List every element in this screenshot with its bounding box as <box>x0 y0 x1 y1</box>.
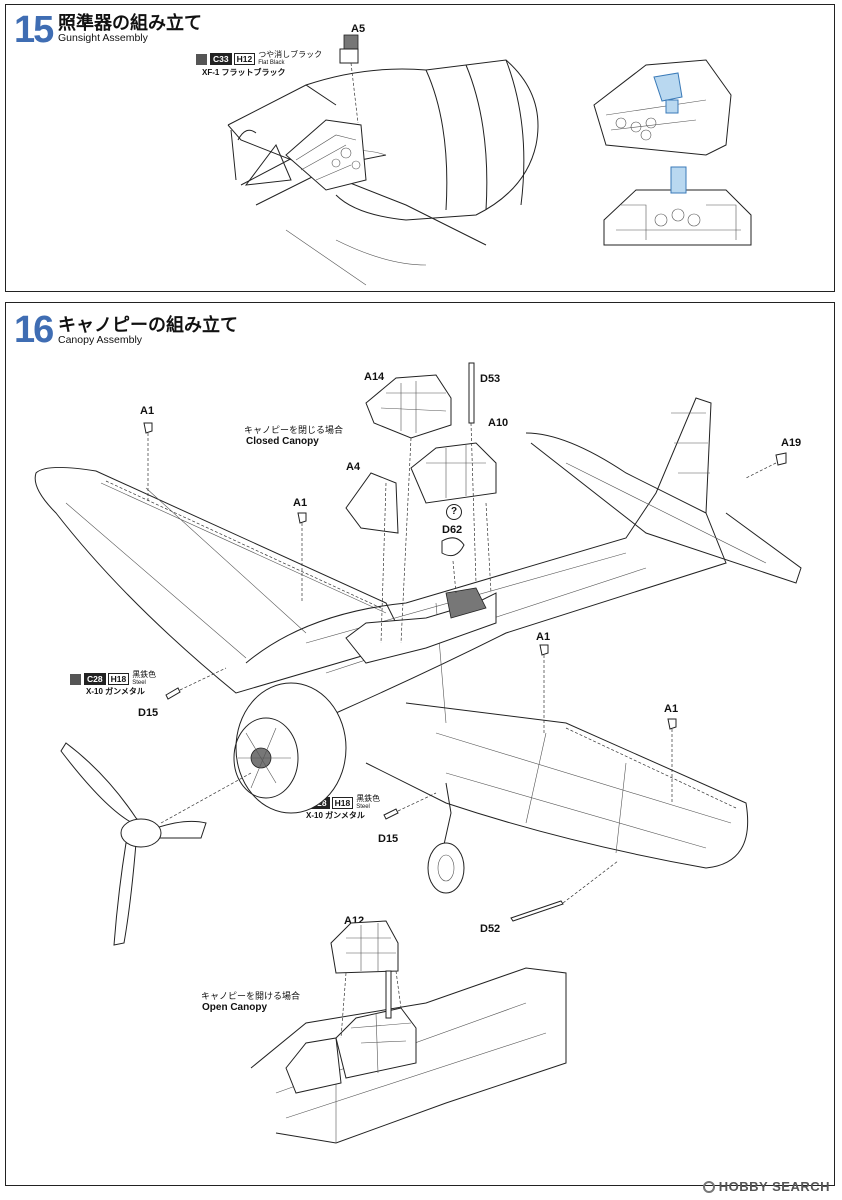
paint-code: C28 <box>84 673 106 685</box>
paint-name-en: Flat Black <box>258 60 285 66</box>
canopy-assembly-drawing <box>34 362 802 1144</box>
paint-swatch <box>70 673 81 685</box>
part-label-a19: A19 <box>781 437 802 449</box>
step-15-title-jp: 照準器の組み立て <box>58 13 202 33</box>
paint-code: C33 <box>210 53 232 65</box>
step-15-title-en: Gunsight Assembly <box>58 32 148 44</box>
paint-code-h: H18 <box>107 673 130 685</box>
part-label-a5: A5 <box>351 23 366 35</box>
paint-callout-flat-black: C33 H12 つや消しブラック Flat Black <box>196 51 322 67</box>
part-label-a14: A14 <box>364 371 385 383</box>
watermark-text: HOBBY SEARCH <box>718 1179 830 1194</box>
step-16-number: 16 <box>14 309 54 351</box>
paint-code-h: H12 <box>233 53 256 65</box>
closed-canopy-note-jp: キャノピーを閉じる場合 <box>244 425 344 435</box>
part-label-d15-left: D15 <box>138 707 159 719</box>
open-canopy-note-en: Open Canopy <box>202 1002 268 1013</box>
paint-sub-x10-center: X-10 ガンメタル <box>306 811 365 820</box>
hobby-search-logo-icon <box>702 1180 715 1193</box>
step-16-panel: 16 キャノピーの組み立て Canopy Assembly キャノピーを閉じる場… <box>5 302 835 1186</box>
part-label-d52: D52 <box>480 923 501 935</box>
part-label-d62: D62 <box>442 524 463 536</box>
part-label-a4: A4 <box>346 461 361 473</box>
part-label-d15-center: D15 <box>378 833 399 845</box>
part-label-d53: D53 <box>480 373 501 385</box>
part-label-a1-left: A1 <box>140 405 155 417</box>
step-16-title-jp: キャノピーの組み立て <box>58 315 238 335</box>
hobby-search-watermark: HOBBY SEARCH <box>702 1179 830 1194</box>
paint-name-jp: 黒鉄色 <box>132 670 157 679</box>
gunsight-assembly-drawing <box>227 34 752 286</box>
paint-name-jp: 黒鉄色 <box>356 794 381 803</box>
paint-name-en: Steel <box>356 804 370 810</box>
paint-name-jp: つや消しブラック <box>258 50 323 59</box>
paint-name-en: Steel <box>132 680 146 686</box>
paint-callout-steel-left: C28 H18 黒鉄色 Steel <box>70 671 156 687</box>
part-label-a1-right-outer: A1 <box>664 703 679 715</box>
d62-question-mark-icon: ? <box>446 504 462 520</box>
closed-canopy-note-en: Closed Canopy <box>246 436 319 447</box>
step-16-title-en: Canopy Assembly <box>58 334 143 346</box>
open-canopy-note-jp: キャノピーを開ける場合 <box>201 991 301 1001</box>
part-label-a1-right-inner: A1 <box>536 631 551 643</box>
part-label-a1-center: A1 <box>293 497 308 509</box>
paint-swatch <box>196 53 207 65</box>
paint-code-h: H18 <box>331 797 354 809</box>
paint-sub-xf1: XF-1 フラットブラック <box>202 68 286 77</box>
paint-sub-x10-left: X-10 ガンメタル <box>86 687 145 696</box>
part-label-a10: A10 <box>488 417 509 429</box>
step-15-panel: 15 照準器の組み立て Gunsight Assembly C33 H12 つや… <box>5 4 835 292</box>
step-15-number: 15 <box>14 9 54 51</box>
